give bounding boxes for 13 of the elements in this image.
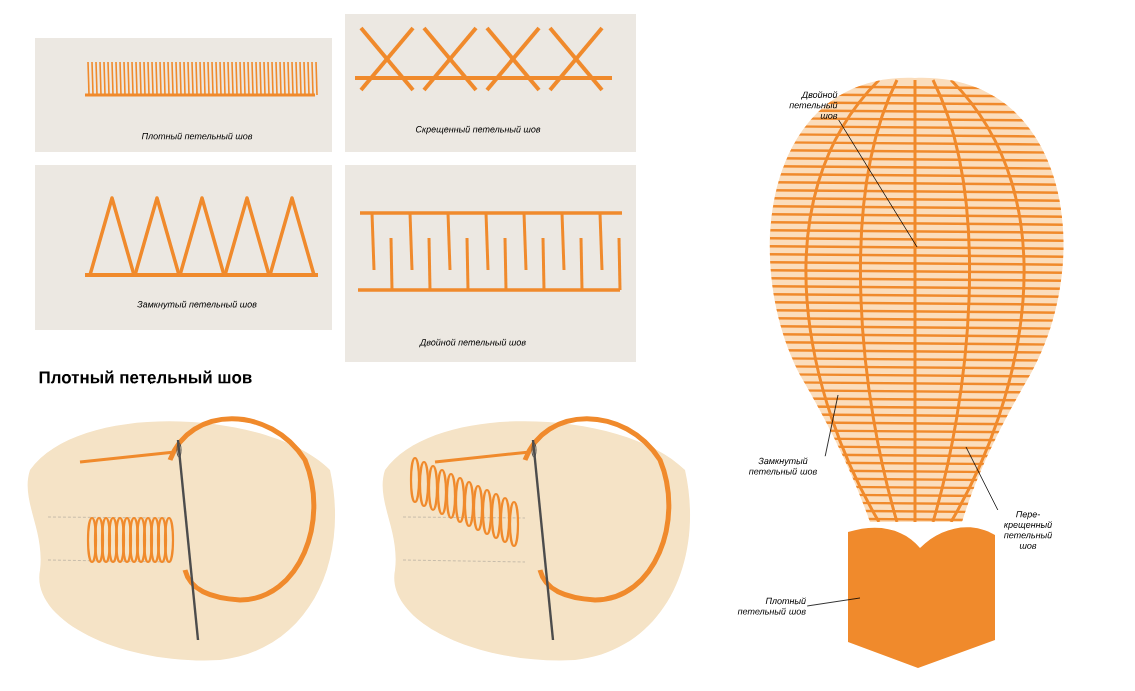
- leader-line: [824, 394, 839, 457]
- annotation-label: Плотный петельный шов: [737, 597, 806, 615]
- caption: Скрещенный петельный шов: [415, 125, 541, 135]
- annotation-label: Двойной петельный шов: [789, 91, 838, 119]
- caption: Замкнутый петельный шов: [137, 300, 257, 310]
- caption: Плотный петельный шов: [141, 132, 253, 140]
- leader-line: [806, 597, 861, 607]
- leader-line: [838, 119, 918, 248]
- annotation-label: Замкнутый петельный шов: [749, 457, 817, 475]
- annotation-label: Пере- крещенный петельный шов: [1004, 511, 1052, 549]
- leader-line: [965, 446, 999, 511]
- section-heading: Плотный петельный шов: [39, 370, 252, 384]
- caption: Двойной петельный шов: [419, 338, 526, 348]
